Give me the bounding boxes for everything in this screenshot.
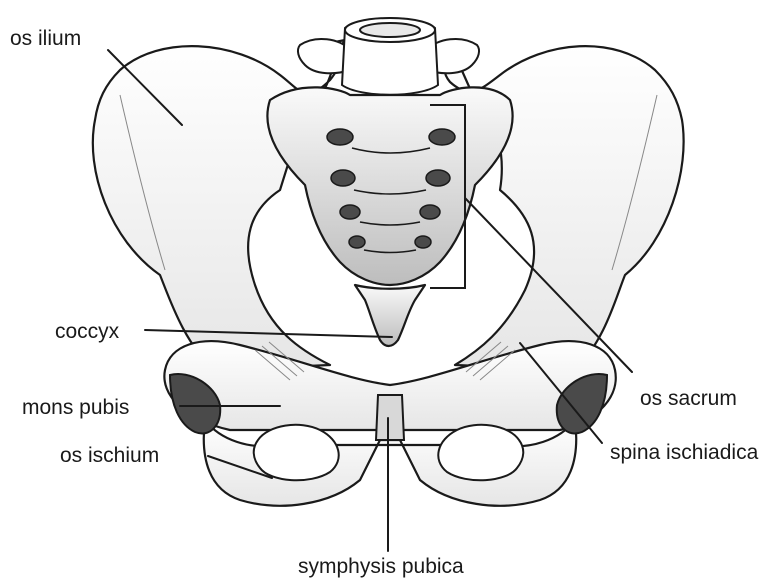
symphysis (376, 395, 404, 440)
label-spina-ischiadica: spina ischiadica (610, 442, 758, 463)
label-os-ischium: os ischium (60, 445, 159, 466)
sacrum (267, 87, 512, 285)
label-mons-pubis: mons pubis (22, 397, 129, 418)
right-obturator-foramen (438, 425, 523, 480)
label-os-ilium: os ilium (10, 28, 81, 49)
left-obturator-foramen (254, 425, 339, 480)
label-coccyx: coccyx (55, 321, 119, 342)
label-os-sacrum: os sacrum (640, 388, 737, 409)
label-symphysis-pubica: symphysis pubica (298, 556, 464, 577)
